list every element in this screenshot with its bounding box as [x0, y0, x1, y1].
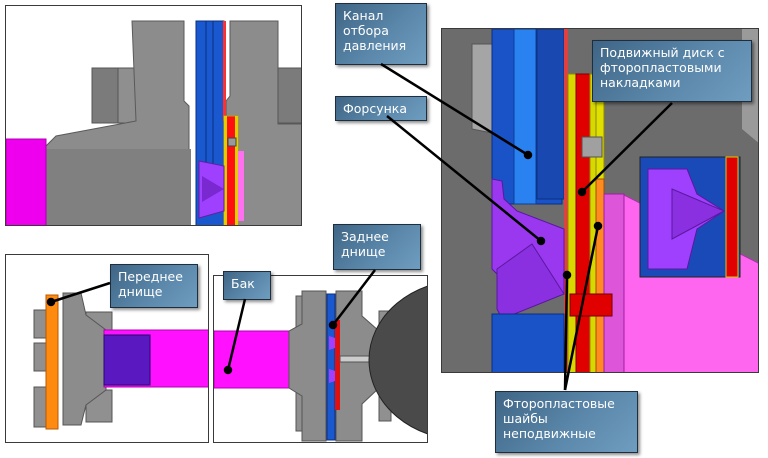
callout-fixed-washers: Фторопластовые шайбы неподвижные [495, 391, 638, 453]
rear-assembly-drawing [214, 285, 427, 442]
through-channel [569, 293, 613, 317]
pressure-sphere [368, 285, 427, 435]
callout-tank: Бак [223, 271, 271, 300]
tank-body [214, 330, 290, 389]
seal-strip [564, 29, 568, 372]
callout-injector: Форсунка [335, 96, 427, 121]
rear-bottom-disk [326, 293, 336, 441]
callout-front-bottom: Переднее днище [110, 264, 198, 308]
callout-pressure-channel: Канал отбора давления [335, 3, 427, 65]
pink-washer [238, 151, 244, 221]
front-bottom-disk [45, 294, 59, 430]
front-assembly-drawing [33, 292, 208, 430]
seal-strip [223, 21, 226, 121]
fixed-washer [567, 73, 577, 372]
movable-disk [575, 73, 591, 372]
fixed-washer [589, 73, 597, 372]
bolt-nut-right [277, 67, 301, 124]
rear-flange-left [288, 290, 327, 442]
inner-insert [103, 334, 151, 386]
pressure-channel [513, 29, 537, 205]
tank-pipe [6, 138, 47, 225]
rear-bottom-panel [213, 275, 428, 443]
detail-section-panel [5, 5, 302, 226]
flange-body [46, 149, 191, 225]
movable-disk [335, 320, 340, 410]
flange-detail-drawing [6, 20, 301, 225]
callout-rear-bottom: Заднее днище [333, 224, 421, 270]
callout-movable-disk: Подвижный диск с фторопластовыми накладк… [592, 40, 752, 102]
